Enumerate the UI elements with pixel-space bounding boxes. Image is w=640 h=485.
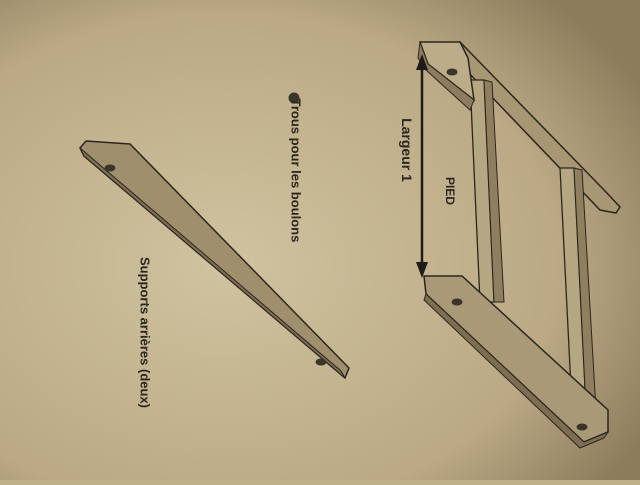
bolt-holes-label: Trous pour les boulons bbox=[288, 98, 304, 243]
bolt-hole-icon bbox=[104, 164, 116, 172]
dimension-arrow-icon bbox=[416, 54, 428, 278]
rear-support-drawing bbox=[79, 140, 350, 380]
bolt-hole-icon bbox=[576, 423, 588, 431]
bolt-hole-icon bbox=[451, 298, 463, 306]
rear-supports-label: Supports arrières (deux) bbox=[137, 257, 153, 408]
bullet-dot-icon bbox=[288, 92, 300, 104]
bolt-hole-icon bbox=[315, 358, 327, 366]
bolt-hole-icon bbox=[446, 68, 458, 76]
leg-frame-drawing bbox=[416, 40, 621, 449]
leg-label: PIED bbox=[443, 176, 457, 205]
width-label: Largeur 1 bbox=[399, 118, 415, 182]
